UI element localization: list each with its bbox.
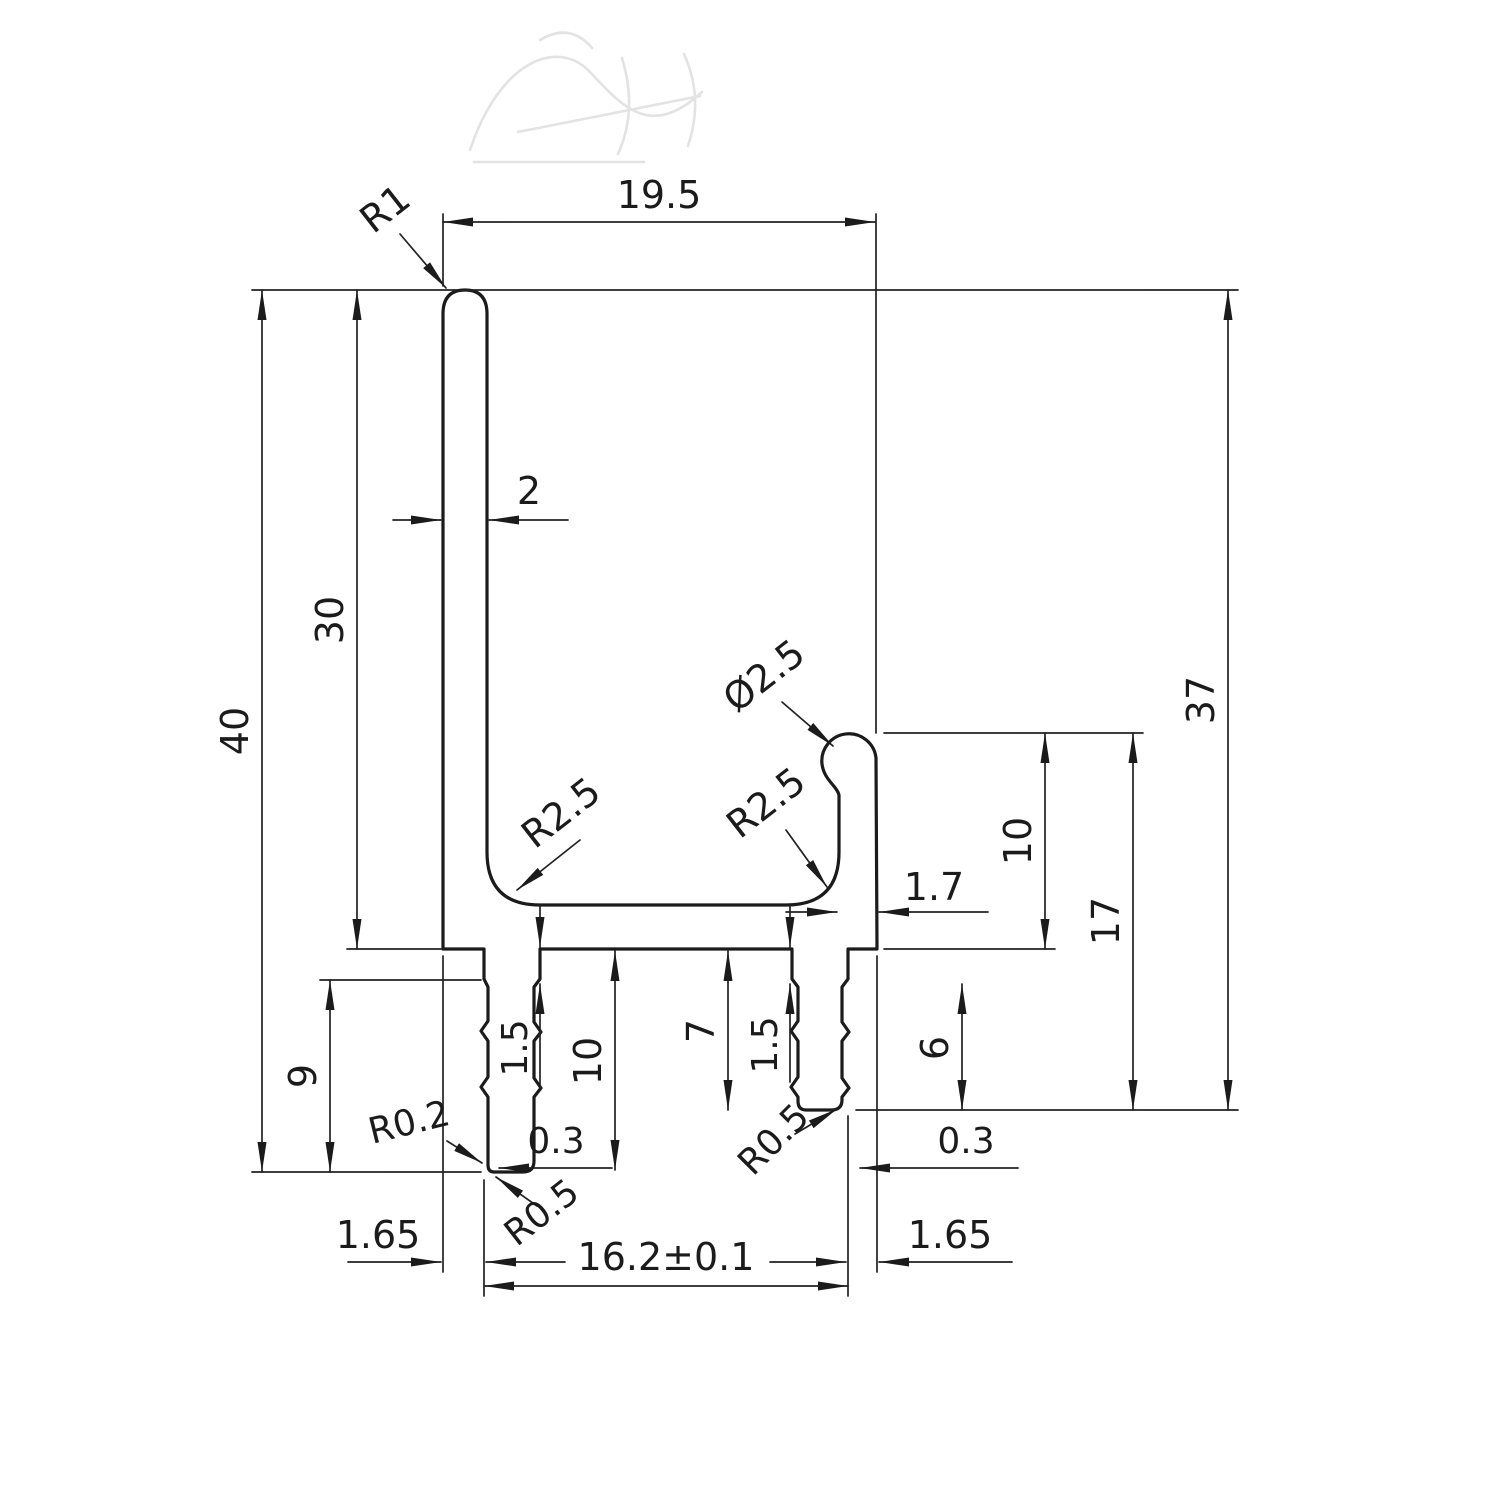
dim-right-fin-step: 1.5 [745,1016,786,1073]
dim-left-tip-radius-2: R0.5 [497,1171,587,1254]
leader-lines [399,233,838,1207]
leader-fillet-left [516,839,581,891]
leader-bead-diameter [781,701,834,747]
profile-outline [441,288,879,1174]
leader-r0-5-right [794,1108,838,1135]
dim-left-foot-gap: 1.65 [336,1213,421,1257]
dim-right-wall-thickness: 1.7 [904,865,964,909]
leader-r0-5-left [495,1176,538,1207]
dim-left-fin-step: 1.5 [495,1019,536,1076]
dim-inner-fillet-left: R2.5 [513,769,609,857]
sketch-stroke [682,52,697,148]
dim-left-tip-radius: R0.2 [364,1093,454,1153]
leader-r1 [399,233,447,289]
extension-lines [251,213,1239,1297]
sketch-stroke [516,94,702,134]
dim-left-wall-height: 30 [308,596,352,644]
dim-left-tip-offset: 0.3 [527,1121,584,1162]
dim-lower-left-height: 9 [281,1064,325,1088]
dim-right-depth: 17 [1084,897,1128,945]
dim-right-fin-height: 6 [913,1036,957,1060]
sketch-stroke [468,55,704,152]
dim-side-height: 37 [1179,676,1223,724]
dim-right-leg-height: 10 [996,817,1040,865]
dim-fin-spacing: 16.2±0.1 [578,1235,755,1279]
dim-bead-diameter: Ø2.5 [715,631,813,721]
dim-overall-height: 40 [213,707,257,755]
dim-right-tip-offset: 0.3 [937,1121,994,1162]
leader-r0-2 [446,1140,483,1164]
dim-wall-thickness: 2 [517,469,541,513]
dim-top-width: 19.5 [617,173,702,217]
profile-path [441,288,879,1174]
sketch-stroke [538,31,594,50]
sketch-stroke [616,56,631,156]
faint-sketch-marks [468,31,704,164]
dim-right-fin-length: 7 [679,1019,723,1043]
dimension-labels: 19.5 R1 2 40 30 Ø2.5 R2.5 R2.5 1.7 10 17… [213,173,1223,1279]
dim-top-corner-radius: R1 [352,176,419,242]
dimension-lines [257,217,1233,1291]
dim-inner-fillet-right: R2.5 [718,759,814,847]
dim-left-fin-length: 10 [566,1037,610,1085]
leader-fillet-right [785,829,828,888]
dim-right-foot-gap: 1.65 [908,1213,993,1257]
